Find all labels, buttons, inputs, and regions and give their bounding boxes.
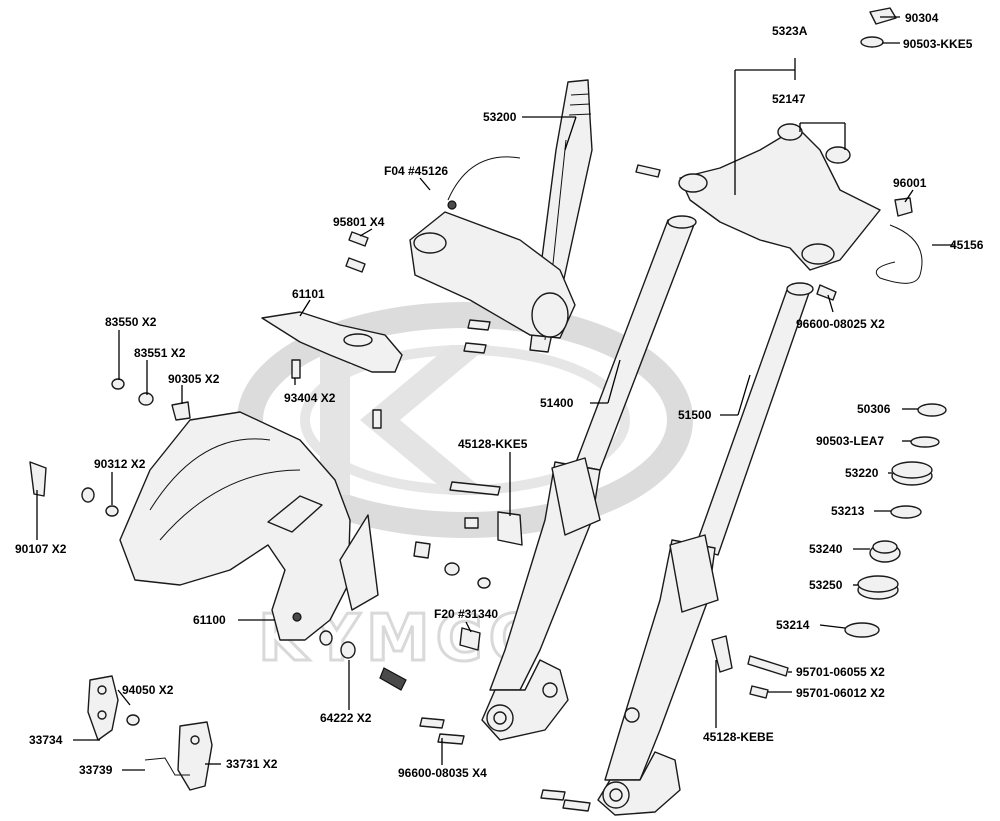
fork-tube-right [597, 282, 814, 816]
bracket-parts [87, 675, 213, 791]
callout-64222: 64222 X2 [320, 711, 372, 725]
callout-96001: 96001 [893, 176, 927, 190]
bearing-stack [844, 403, 947, 638]
callout-90503-kke5: 90503-KKE5 [903, 37, 973, 51]
callout-90305: 90305 X2 [168, 372, 220, 386]
callout-93404: 93404 X2 [284, 391, 336, 405]
callout-61100: 61100 [193, 613, 226, 627]
callout-90312: 90312 X2 [94, 457, 146, 471]
inner-fender [261, 311, 403, 373]
callout-33739: 33739 [79, 763, 113, 777]
callout-45128-kebe: 45128-KEBE [703, 730, 774, 744]
callout-94050: 94050 X2 [122, 683, 174, 697]
callout-53214: 53214 [776, 618, 810, 632]
callout-90304: 90304 [905, 11, 939, 25]
front-fender [119, 411, 379, 641]
callout-f04-45126: F04 #45126 [384, 164, 448, 178]
callout-f20-31340: F20 #31340 [434, 607, 498, 621]
callout-45156: 45156 [950, 238, 984, 252]
callout-83550: 83550 X2 [105, 315, 157, 329]
callout-90107: 90107 X2 [15, 542, 67, 556]
callout-95701-06012: 95701-06012 X2 [796, 686, 885, 700]
callout-95701-06055: 95701-06055 X2 [796, 665, 885, 679]
callout-53250: 53250 [809, 578, 843, 592]
callout-51500: 51500 [678, 408, 712, 422]
callout-53220: 53220 [845, 466, 879, 480]
leader-lines [36, 16, 955, 771]
callout-83551: 83551 X2 [134, 346, 186, 360]
callout-50306: 50306 [857, 402, 891, 416]
callout-95801: 95801 X4 [333, 215, 385, 229]
callout-33731: 33731 X2 [226, 757, 278, 771]
callout-53200: 53200 [483, 110, 517, 124]
callout-53213: 53213 [831, 504, 865, 518]
callout-52147: 52147 [772, 92, 806, 106]
callout-33734: 33734 [29, 733, 63, 747]
callout-labels: 90304 90503-KKE5 5323A 52147 53200 F04 #… [15, 11, 984, 780]
callout-96600-08025: 96600-08025 X2 [796, 317, 885, 331]
fork-tube-left [481, 215, 697, 741]
callout-45128-kke5: 45128-KKE5 [458, 437, 528, 451]
callout-51400: 51400 [540, 396, 574, 410]
callout-96600-08035: 96600-08035 X4 [398, 766, 487, 780]
callout-61101: 61101 [292, 287, 325, 301]
callout-53240: 53240 [809, 542, 843, 556]
upper-bracket [635, 7, 923, 284]
hardware [29, 231, 837, 812]
callout-90503-lea7: 90503-LEA7 [816, 434, 884, 448]
callout-5323a: 5323A [772, 24, 808, 38]
steering-stem [409, 79, 593, 353]
